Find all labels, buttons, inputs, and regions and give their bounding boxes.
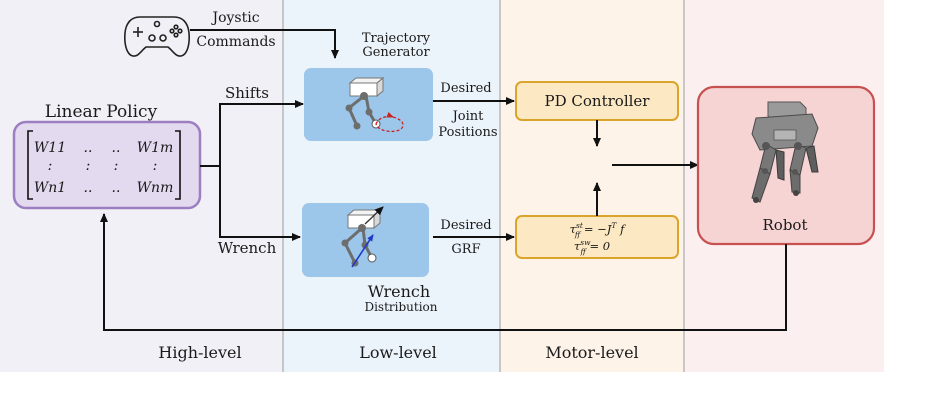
robot-label: Robot xyxy=(763,216,808,234)
joystick-label-line1: Joystic xyxy=(210,10,259,26)
joystick-to-trajectory-arrow xyxy=(190,29,339,59)
section-label-high: High-level xyxy=(158,343,241,362)
policy-to-trajectory-arrow xyxy=(200,100,304,167)
trajectory-label-line2: Generator xyxy=(362,45,430,60)
shifts-label: Shifts xyxy=(225,84,269,102)
policy-to-wrench-arrow xyxy=(219,166,301,241)
matrix-cell: : xyxy=(114,158,119,174)
matrix-cell: .. xyxy=(84,140,93,156)
motor-level-region xyxy=(500,0,684,372)
wrench-label-line1: Wrench xyxy=(368,282,430,301)
wrench-label-line2: Distribution xyxy=(364,300,437,314)
policy-title: Linear Policy xyxy=(45,102,158,122)
trajectory-label-line1: Trajectory xyxy=(362,31,431,46)
matrix-cell: : xyxy=(48,158,53,174)
desired-joint-line2: Joint xyxy=(451,109,485,124)
desired-joint-line3: Positions xyxy=(438,125,497,140)
matrix-cell: .. xyxy=(112,180,121,196)
desired-joint-line1: Desired xyxy=(440,81,491,96)
policy-matrix: W11 .. .. W1m : : : : Wn1 .. .. Wnm xyxy=(34,140,174,196)
matrix-right-bracket xyxy=(175,130,181,200)
matrix-cell: W1m xyxy=(137,140,174,156)
matrix-left-bracket xyxy=(27,130,33,200)
desired-grf-line1: Desired xyxy=(440,218,491,233)
wrench-link-label: Wrench xyxy=(218,239,277,257)
desired-grf-line2: GRF xyxy=(451,242,480,257)
matrix-cell: W11 xyxy=(34,140,66,156)
matrix-cell: Wn1 xyxy=(34,180,66,196)
joystick-label-line2: Commands xyxy=(196,34,275,50)
gamepad-icon xyxy=(124,16,190,57)
matrix-cell: : xyxy=(153,158,158,174)
quadruped-robot-icon xyxy=(751,101,819,203)
matrix-cell: .. xyxy=(112,140,121,156)
pd-controller-label: PD Controller xyxy=(545,92,651,110)
matrix-cell: : xyxy=(86,158,91,174)
leg-wrench-icon xyxy=(341,206,384,268)
matrix-cell: Wnm xyxy=(137,180,174,196)
low-level-region xyxy=(283,0,500,372)
section-label-low: Low-level xyxy=(359,343,437,362)
matrix-cell: .. xyxy=(84,180,93,196)
state-feedback-arrow xyxy=(100,213,787,331)
section-label-motor: Motor-level xyxy=(545,343,638,362)
leg-trajectory-icon xyxy=(345,76,404,133)
